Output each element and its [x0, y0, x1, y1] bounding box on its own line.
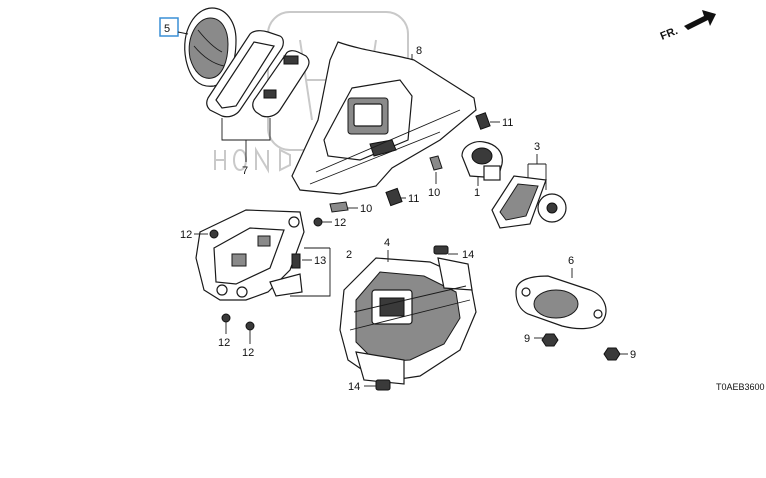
part-13-screw[interactable]	[291, 253, 301, 269]
callout-12-bottom-right[interactable]: 12	[242, 347, 254, 359]
front-direction-indicator	[684, 10, 716, 30]
part-8-console-panel[interactable]	[291, 41, 477, 195]
callout-9-right[interactable]: 9	[630, 349, 636, 361]
callout-10-lower[interactable]: 10	[360, 203, 372, 215]
part-6-gasket-plate[interactable]	[515, 275, 607, 330]
part-11-screw-upper[interactable]	[475, 112, 491, 130]
callout-6[interactable]: 6	[568, 255, 574, 267]
part-5-highlight-box[interactable]	[159, 17, 179, 37]
part-9-nut-left[interactable]	[541, 333, 559, 347]
diagram-code: T0AEB3600	[716, 382, 765, 392]
callout-9-left[interactable]: 9	[524, 333, 530, 345]
part-7-indicator-panel[interactable]	[206, 30, 310, 118]
callout-12-top[interactable]: 12	[334, 217, 346, 229]
part-1-socket[interactable]	[461, 141, 503, 181]
part-3-cover-and-bulb[interactable]	[491, 175, 567, 229]
callout-1[interactable]: 1	[474, 187, 480, 199]
part-14-bolt-lower[interactable]	[375, 379, 391, 391]
callout-2[interactable]: 2	[346, 249, 352, 261]
callout-7[interactable]: 7	[242, 165, 248, 177]
part-9-nut-right[interactable]	[603, 347, 621, 361]
part-11-screw-lower[interactable]	[385, 187, 403, 207]
callout-11-upper[interactable]: 11	[502, 117, 513, 129]
part-12-bolt-bottom-left[interactable]	[221, 313, 231, 323]
part-12-bolt-bottom-right[interactable]	[245, 321, 255, 331]
callout-8[interactable]: 8	[416, 45, 422, 57]
front-arrow-icon	[684, 10, 716, 30]
part-12-bolt-top[interactable]	[313, 217, 323, 227]
callout-4[interactable]: 4	[384, 237, 390, 249]
callout-13[interactable]: 13	[314, 255, 326, 267]
part-10-clip-right[interactable]	[429, 155, 443, 171]
part-12-bolt-left[interactable]	[209, 229, 219, 239]
part-5-shift-knob-cover[interactable]	[184, 7, 237, 87]
front-direction-label: FR.	[659, 25, 680, 43]
callout-5[interactable]: 5	[164, 23, 170, 35]
callout-14-upper[interactable]: 14	[462, 249, 474, 261]
part-2-bracket[interactable]	[195, 209, 305, 301]
part-14-bolt-upper[interactable]	[433, 245, 449, 255]
callout-12-left[interactable]: 12	[180, 229, 192, 241]
callout-14-lower[interactable]: 14	[348, 381, 360, 393]
callout-3[interactable]: 3	[534, 141, 540, 153]
part-10-clip-lower[interactable]	[329, 201, 349, 213]
callout-10-right[interactable]: 10	[428, 187, 440, 199]
part-4-shift-lever-assembly[interactable]	[339, 257, 477, 385]
callout-12-bottom-left[interactable]: 12	[218, 337, 230, 349]
callout-11-lower[interactable]: 11	[408, 193, 419, 205]
